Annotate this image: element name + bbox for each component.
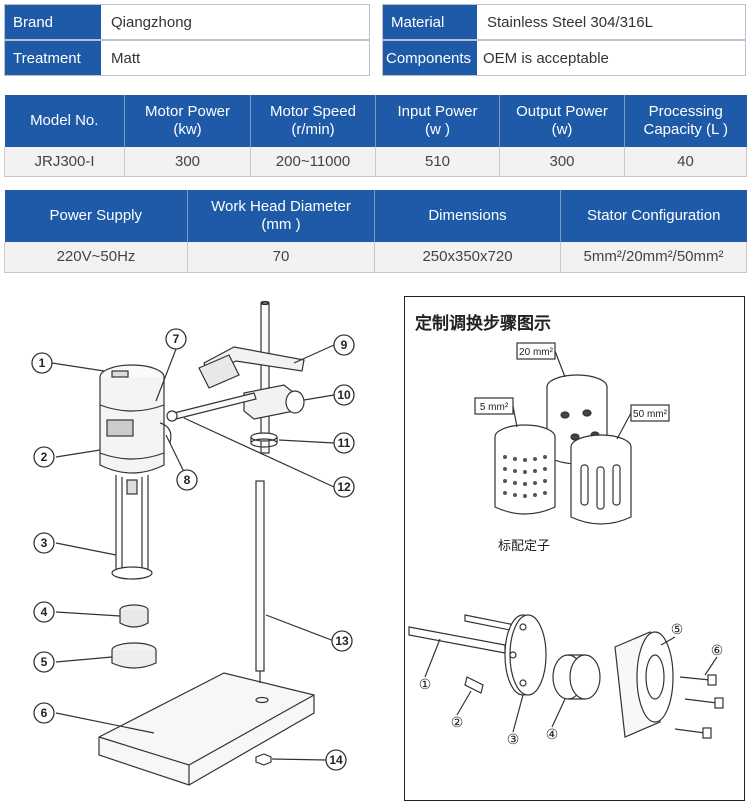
callout-circles — [31, 328, 355, 771]
callout-11 — [333, 432, 355, 454]
callout-13 — [331, 630, 353, 652]
spec-components-value: OEM is acceptable — [477, 41, 745, 75]
shaft-1-shape — [408, 626, 506, 654]
callout-label-2: 2 — [41, 450, 48, 464]
callout-6 — [33, 702, 55, 724]
callout-label-4: 4 — [41, 605, 48, 619]
assembly-diagram — [408, 614, 724, 739]
table-row: JRJ300-I 300 200~11000 510 300 40 — [4, 147, 747, 177]
callout-14 — [325, 749, 347, 771]
callout-label-1: 1 — [39, 356, 46, 370]
base-nut-shape — [255, 753, 272, 766]
spec-material-value: Stainless Steel 304/316L — [477, 5, 745, 39]
th-motor-power: Motor Power(kw) — [124, 95, 251, 147]
callout-10 — [333, 384, 355, 406]
th-motor-speed: Motor Speed(r/min) — [250, 95, 376, 147]
callout-label-13: 13 — [335, 634, 349, 648]
td-stator-configuration: 5mm²/20mm²/50mm² — [560, 242, 747, 273]
config-spec-table: Power Supply Work Head Diameter(mm ) Dim… — [4, 190, 747, 273]
table-row: 220V~50Hz 70 250x350x720 5mm²/20mm²/50mm… — [4, 242, 747, 273]
lower-rod-shape — [255, 480, 265, 672]
custom-stator-panel: 定制调换步骤图示 标配定子 — [404, 296, 745, 801]
spec-brand: Brand Qiangzhong — [4, 4, 370, 40]
td-output-power: 300 — [499, 147, 625, 177]
label-50mm2: 50 mm² — [633, 409, 668, 420]
th-output-power: Output Power(w) — [499, 95, 625, 147]
assembly-label-2: ② — [451, 714, 464, 730]
td-motor-speed: 200~11000 — [250, 147, 376, 177]
callout-9 — [333, 334, 355, 356]
table-header-row: Model No. Motor Power(kw) Motor Speed(r/… — [4, 95, 747, 147]
callout-1 — [31, 352, 53, 374]
callout-label-11: 11 — [338, 436, 351, 450]
spec-components-label: Components — [383, 41, 477, 75]
assembly-label-1: ① — [419, 676, 432, 692]
callout-label-3: 3 — [41, 536, 48, 550]
th-dimensions: Dimensions — [374, 190, 561, 242]
assembly-label-5: ⑤ — [671, 621, 684, 637]
callout-12 — [333, 476, 355, 498]
td-model-no: JRJ300-I — [4, 147, 125, 177]
th-input-power: Input Power(w ) — [375, 95, 500, 147]
td-power-supply: 220V~50Hz — [4, 242, 188, 273]
callout-5 — [33, 651, 55, 673]
callout-4 — [33, 601, 55, 623]
td-input-power: 510 — [375, 147, 500, 177]
spec-brand-label: Brand — [5, 5, 101, 39]
spec-treatment: Treatment Matt — [4, 40, 370, 76]
label-5mm2: 5 mm² — [480, 402, 509, 413]
th-power-supply: Power Supply — [4, 190, 188, 242]
assembly-label-4: ④ — [546, 726, 559, 742]
th-stator-configuration: Stator Configuration — [560, 190, 747, 242]
td-dimensions: 250x350x720 — [374, 242, 561, 273]
spec-material-label: Material — [383, 5, 477, 39]
callout-label-6: 6 — [41, 706, 48, 720]
assembly-label-6: ⑥ — [711, 642, 724, 658]
callout-label-10: 10 — [337, 388, 351, 402]
td-work-head-diameter: 70 — [187, 242, 375, 273]
callout-label-7: 7 — [173, 332, 180, 346]
th-work-head-diameter: Work Head Diameter(mm ) — [187, 190, 375, 242]
callout-label-8: 8 — [184, 473, 191, 487]
td-motor-power: 300 — [124, 147, 251, 177]
base-plate-shape — [98, 672, 315, 786]
shaft-shape — [115, 475, 149, 573]
upper-rod-shape — [260, 302, 270, 454]
callout-label-5: 5 — [41, 655, 48, 669]
th-model-no: Model No. — [4, 95, 125, 147]
spec-treatment-value: Matt — [101, 41, 369, 75]
callout-label-12: 12 — [337, 480, 351, 494]
assembly-label-3: ③ — [507, 731, 520, 747]
stator-diagram-svg: 20 mm² 5 mm² 50 mm² — [408, 342, 724, 747]
spec-treatment-label: Treatment — [5, 41, 101, 75]
panel-title: 定制调换步骤图示 — [415, 314, 551, 334]
callout-3 — [33, 532, 55, 554]
exploded-diagram-svg: 1 2 3 4 5 6 7 8 9 10 11 12 13 14 — [31, 300, 355, 786]
callout-2 — [33, 446, 55, 468]
stator-caption: 标配定子 — [498, 539, 551, 554]
label-20mm2: 20 mm² — [519, 347, 554, 358]
callout-label-14: 14 — [329, 753, 343, 767]
spec-components: Components OEM is acceptable — [382, 40, 746, 76]
spec-brand-value: Qiangzhong — [101, 5, 369, 39]
callout-8 — [176, 469, 198, 491]
td-processing-capacity: 40 — [624, 147, 747, 177]
callout-7 — [165, 328, 187, 350]
spec-material: Material Stainless Steel 304/316L — [382, 4, 746, 40]
exploded-diagram: 1 2 3 4 5 6 7 8 9 10 11 12 13 14 — [4, 285, 384, 800]
callout-label-9: 9 — [341, 338, 348, 352]
table-header-row: Power Supply Work Head Diameter(mm ) Dim… — [4, 190, 747, 242]
model-spec-table: Model No. Motor Power(kw) Motor Speed(r/… — [4, 95, 747, 177]
